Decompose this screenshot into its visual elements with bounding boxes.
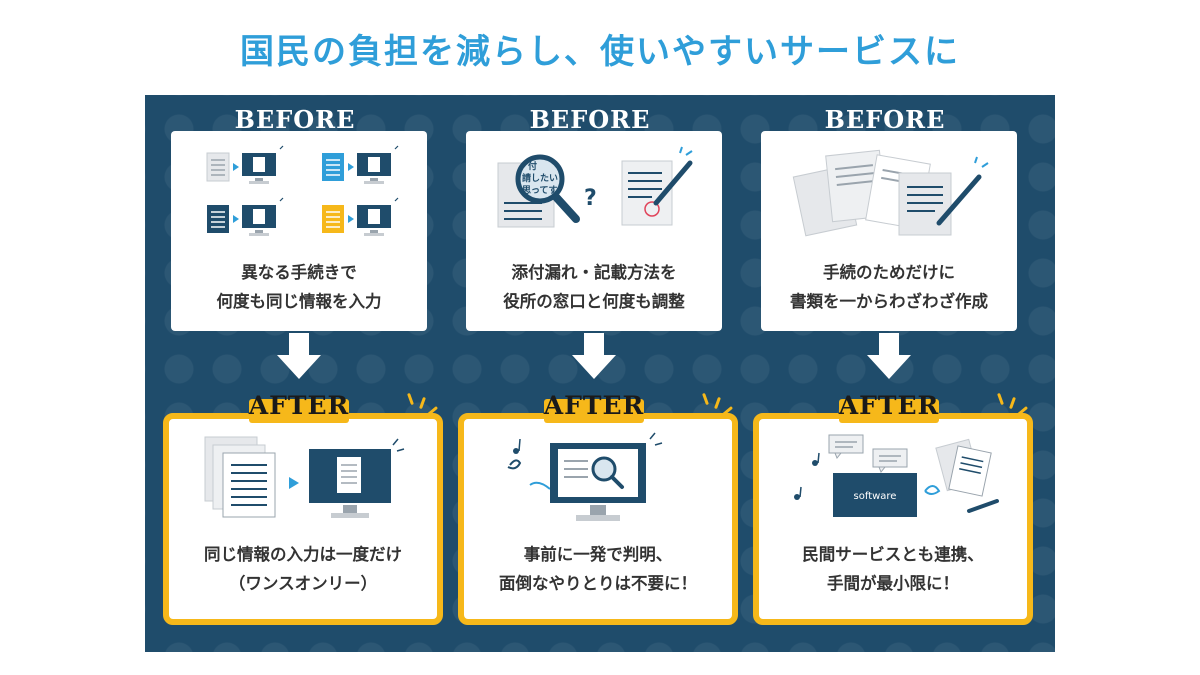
after-text-line-1: 民間サービスとも連携、 [802, 545, 984, 564]
after-text-line-1: 事前に一発で判明、 [523, 545, 673, 564]
after-label-text: AFTER [838, 391, 940, 420]
before-label: BEFORE [824, 105, 946, 134]
after-label: AFTER [458, 391, 734, 420]
before-description: 添付漏れ・記載方法を 役所の窓口と何度も調整 [466, 259, 722, 317]
column-private-service: BEFORE 手続のためだけに [753, 95, 1043, 652]
magnifier-text-1: 付 [528, 160, 537, 172]
before-text-line-1: 手続のためだけに [823, 263, 955, 282]
before-label: BEFORE [529, 105, 651, 134]
ray-icon [419, 396, 426, 410]
software-integration-icon: software [794, 434, 999, 517]
after-text-line-2: 手間が最小限に！ [827, 573, 959, 593]
magnifier-text-3: 思ってす [522, 185, 558, 196]
after-label-text: AFTER [248, 391, 350, 420]
before-text-line-2: 書類を一からわざわざ作成 [790, 291, 988, 311]
page-title: 国民の負担を減らし、使いやすいサービスに [240, 32, 960, 72]
before-label: BEFORE [234, 105, 356, 134]
before-text-line-2: 何度も同じ情報を入力 [216, 291, 382, 311]
ray-icon [997, 392, 1004, 406]
before-description: 異なる手続きで 何度も同じ情報を入力 [171, 259, 427, 317]
after-label-background [249, 399, 349, 423]
after-card: 事前に一発で判明、 面倒なやりとりは不要に！ [458, 413, 738, 625]
ray-icon [1009, 396, 1016, 410]
after-label-background [544, 399, 644, 423]
after-description: 事前に一発で判明、 面倒なやりとりは不要に！ [464, 541, 732, 599]
software-label: software [854, 491, 897, 502]
before-card: 付 請したい 思ってす ? 添付漏れ・記載方法を 役所の窓口と何度も調整 [466, 131, 722, 331]
before-description: 手続のためだけに 書類を一からわざわざ作成 [761, 259, 1017, 317]
question-mark: ? [584, 186, 597, 211]
computer-search-icon [507, 432, 663, 521]
down-arrow-icon [572, 333, 616, 379]
after-text-line-2: （ワンスオンリー） [228, 573, 378, 593]
ray-icon [714, 396, 721, 410]
after-card: 同じ情報の入力は一度だけ （ワンスオンリー） [163, 413, 443, 625]
down-arrow-icon [277, 333, 321, 379]
forms-to-computers-icon [206, 145, 399, 236]
after-description: 同じ情報の入力は一度だけ （ワンスオンリー） [169, 541, 437, 599]
after-label: AFTER [753, 391, 1029, 420]
column-consultation: BEFORE 付 請したい 思ってす ? [458, 95, 748, 652]
before-text-line-2: 役所の窓口と何度も調整 [503, 291, 685, 311]
before-text-line-1: 異なる手続きで [241, 263, 357, 282]
magnifier-and-form-icon: 付 請したい 思ってす ? [497, 146, 693, 228]
ray-icon [702, 392, 709, 406]
down-arrow-icon [867, 333, 911, 379]
before-text-line-1: 添付漏れ・記載方法を [511, 263, 677, 282]
after-text-line-2: 面倒なやりとりは不要に！ [499, 573, 697, 593]
after-description: 民間サービスとも連携、 手間が最小限に！ [759, 541, 1027, 599]
after-text-line-1: 同じ情報の入力は一度だけ [204, 545, 402, 564]
scattered-documents-icon [792, 149, 989, 237]
after-label: AFTER [163, 391, 439, 420]
ray-icon [407, 392, 414, 406]
stacked-forms-to-computer-icon [204, 436, 405, 518]
before-card: 異なる手続きで 何度も同じ情報を入力 [171, 131, 427, 331]
before-card: 手続のためだけに 書類を一からわざわざ作成 [761, 131, 1017, 331]
comparison-panel: BEFORE [145, 95, 1055, 652]
magnifier-text-2: 請したい [522, 172, 558, 184]
after-card: software 民間サービスとも連携、 手間が最小限に！ [753, 413, 1033, 625]
column-once-only: BEFORE [163, 95, 453, 652]
after-label-background [839, 399, 939, 423]
after-label-text: AFTER [543, 391, 645, 420]
